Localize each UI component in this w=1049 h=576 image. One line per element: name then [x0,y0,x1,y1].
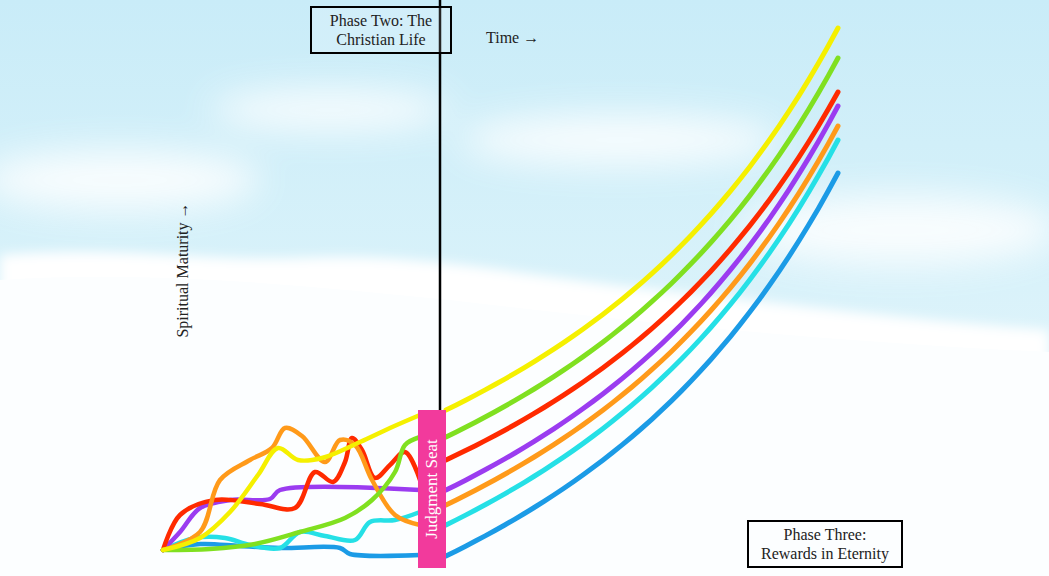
band-label: Judgment Seat [422,439,442,539]
christian-life-curve [163,428,420,550]
axis-label: Time → [486,29,539,47]
christian-life-curve [163,415,420,550]
phase-title: Phase Three: Rewards in Eternity [754,525,896,563]
eternity-curve [446,106,838,490]
eternity-curve [446,140,838,525]
eternity-curve [446,92,838,460]
judgment-band: Judgment Seat [418,410,446,568]
eternity-curve [446,126,838,505]
axis-label: Spiritual Maturity → [174,202,192,337]
phase-box: Phase Three: Rewards in Eternity [747,520,903,568]
eternity-curve [446,173,838,556]
phase-title: Phase Two: The Christian Life [317,11,445,49]
phase-box: Phase Two: The Christian Life [310,6,452,54]
